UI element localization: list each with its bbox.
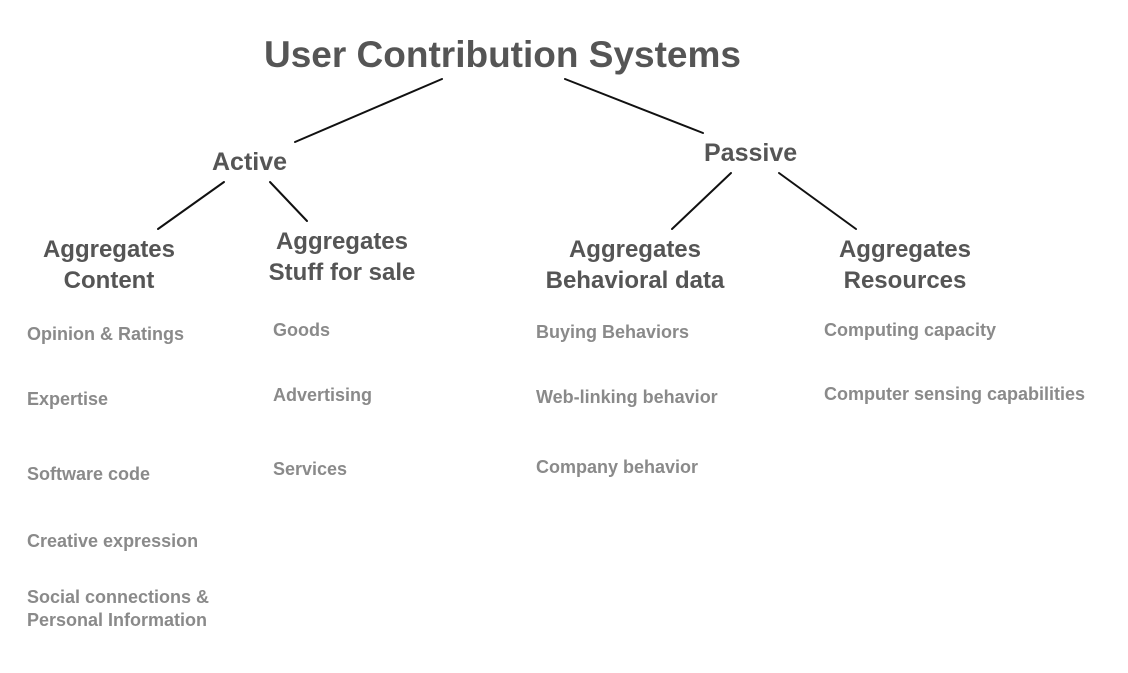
leaf-advertising: Advertising bbox=[273, 384, 372, 407]
leaf-social-connections: Social connections & Personal Informatio… bbox=[27, 586, 209, 632]
leaf-advertising-text: Advertising bbox=[273, 385, 373, 405]
leaf-computer-sensing: Computer sensing capabilities bbox=[824, 383, 1085, 406]
category-resources-line-1: Aggregates bbox=[838, 236, 972, 263]
leaf-expertise-text: Expertise bbox=[27, 389, 109, 409]
leaf-opinion-ratings-text: Opinion & Ratings bbox=[27, 324, 184, 344]
connector-passive-resources bbox=[778, 172, 857, 230]
category-resources-line-2: Resources bbox=[843, 267, 967, 294]
leaf-computing-capacity: Computing capacity bbox=[824, 319, 996, 342]
leaf-buying-behaviors-text: Buying Behaviors bbox=[536, 322, 690, 342]
leaf-software-code: Software code bbox=[27, 463, 150, 486]
leaf-web-linking-behavior: Web-linking behavior bbox=[536, 386, 718, 409]
leaf-creative-expression-text: Creative expression bbox=[27, 531, 199, 551]
connector-active-content bbox=[157, 181, 225, 230]
leaf-goods: Goods bbox=[273, 319, 330, 342]
leaf-social-connections-line-2: Personal Information bbox=[27, 610, 208, 630]
category-stuff-line-2: Stuff for sale bbox=[268, 259, 416, 286]
category-behavioral-line-2: Behavioral data bbox=[545, 267, 725, 294]
leaf-social-connections-line-1: Social connections & bbox=[27, 587, 210, 607]
category-stuff-line-1: Aggregates bbox=[275, 228, 409, 255]
leaf-computing-capacity-text: Computing capacity bbox=[824, 320, 997, 340]
leaf-computer-sensing-text: Computer sensing capabilities bbox=[824, 384, 1086, 404]
leaf-expertise: Expertise bbox=[27, 388, 108, 411]
category-content-line-2: Content bbox=[63, 267, 155, 294]
leaf-buying-behaviors: Buying Behaviors bbox=[536, 321, 689, 344]
leaf-creative-expression: Creative expression bbox=[27, 530, 198, 553]
category-content-line-1: Aggregates bbox=[42, 236, 176, 263]
category-behavioral-line-1: Aggregates bbox=[568, 236, 702, 263]
leaf-company-behavior-text: Company behavior bbox=[536, 457, 699, 477]
connector-root-passive bbox=[564, 78, 704, 134]
leaf-services-text: Services bbox=[273, 459, 348, 479]
category-resources: Aggregates Resources bbox=[831, 234, 979, 296]
category-behavioral-data: Aggregates Behavioral data bbox=[536, 234, 734, 296]
leaf-company-behavior: Company behavior bbox=[536, 456, 698, 479]
leaf-services: Services bbox=[273, 458, 347, 481]
connector-root-active bbox=[294, 78, 443, 143]
branch-active: Active bbox=[212, 148, 288, 176]
connector-active-stuff bbox=[269, 181, 308, 222]
branch-passive: Passive bbox=[704, 139, 798, 167]
leaf-goods-text: Goods bbox=[273, 320, 330, 340]
leaf-web-linking-behavior-text: Web-linking behavior bbox=[536, 387, 718, 407]
diagram-title: User Contribution Systems bbox=[264, 34, 741, 75]
leaf-software-code-text: Software code bbox=[27, 464, 151, 484]
category-stuff-for-sale: Aggregates Stuff for sale bbox=[261, 226, 423, 288]
leaf-opinion-ratings: Opinion & Ratings bbox=[27, 323, 184, 346]
category-content: Aggregates Content bbox=[36, 234, 182, 296]
connector-passive-behavioral bbox=[671, 172, 732, 230]
